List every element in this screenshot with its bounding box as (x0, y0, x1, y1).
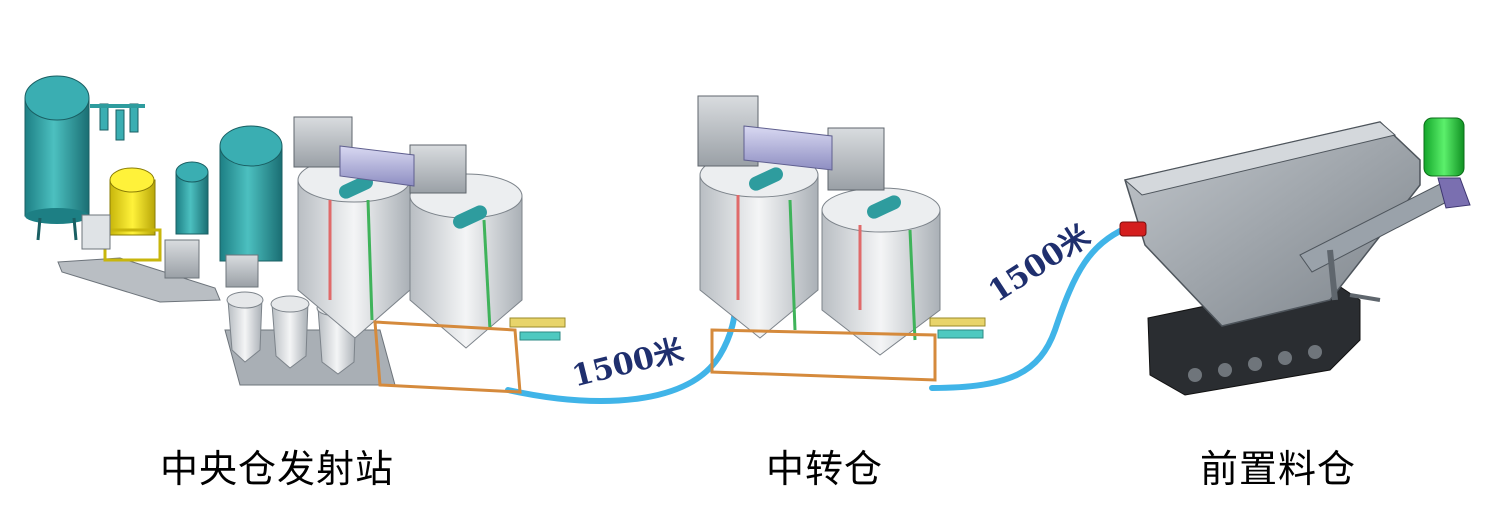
air-filters (90, 103, 145, 141)
station-label-transfer: 中转仓 (766, 447, 884, 491)
central-silos (297, 157, 523, 349)
station-label-front: 前置料仓 (1200, 447, 1357, 491)
station-label-central: 中央仓发射站 (160, 447, 395, 491)
air-receiver-tank (24, 75, 90, 241)
pipe-transfer-to-front (929, 225, 1129, 391)
dryer-unit (103, 167, 162, 262)
central-launch-station (24, 75, 566, 394)
control-panel (81, 214, 111, 250)
small-tank (175, 161, 209, 235)
front-hopper (1119, 117, 1471, 396)
transfer-bin (697, 95, 986, 382)
gas-storage-tank (219, 125, 283, 262)
central-dust-collectors (293, 116, 467, 194)
